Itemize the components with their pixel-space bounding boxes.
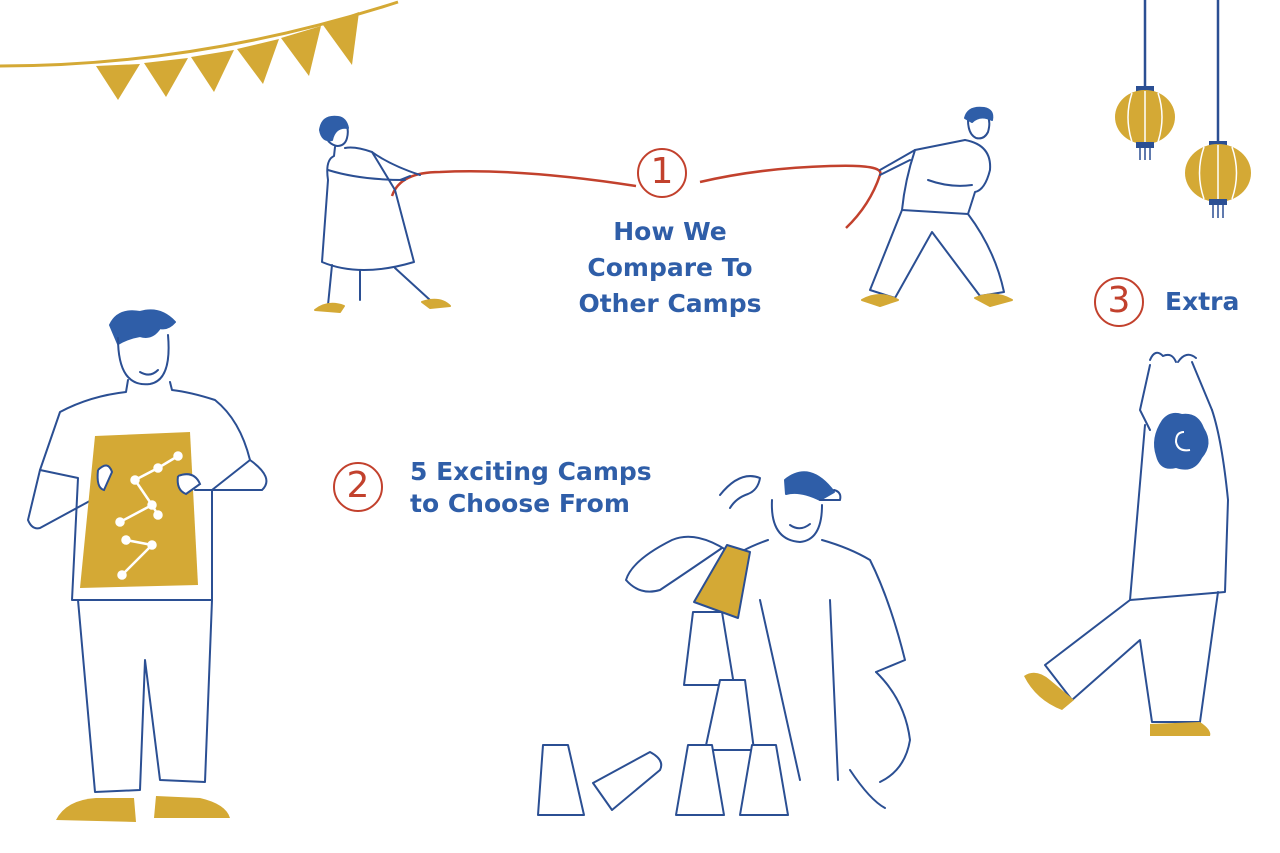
shoe-icon (1024, 672, 1211, 736)
woman-pulling-rope-icon (314, 115, 451, 313)
constellation-map-icon (80, 432, 202, 588)
bunting-flags-icon (0, 0, 399, 100)
menu-number-3[interactable]: 3 (1094, 277, 1144, 327)
shoe-icon (56, 796, 230, 822)
label-line: 5 Exciting Camps (410, 457, 652, 486)
menu-label-exciting-camps[interactable]: 5 Exciting Camps to Choose From (410, 456, 690, 520)
menu-number-1[interactable]: 1 (637, 148, 687, 198)
hair-bun-icon (1154, 412, 1209, 470)
jumping-person-icon (1044, 351, 1229, 723)
label-line: How We (613, 217, 727, 246)
lantern-icon (1115, 0, 1175, 160)
menu-number-2[interactable]: 2 (333, 462, 383, 512)
label-line: Compare To (587, 253, 753, 282)
label-line: Other Camps (578, 289, 762, 318)
menu-label-extra[interactable]: Extra (1165, 284, 1275, 320)
man-pulling-rope-icon (861, 106, 1013, 307)
lantern-icon (1185, 0, 1251, 218)
menu-label-compare-camps[interactable]: How We Compare To Other Camps (570, 214, 770, 322)
label-line: to Choose From (410, 489, 630, 518)
man-with-map-icon (27, 309, 268, 793)
cups-stack-icon (537, 544, 789, 816)
label-line: Extra (1165, 287, 1240, 316)
